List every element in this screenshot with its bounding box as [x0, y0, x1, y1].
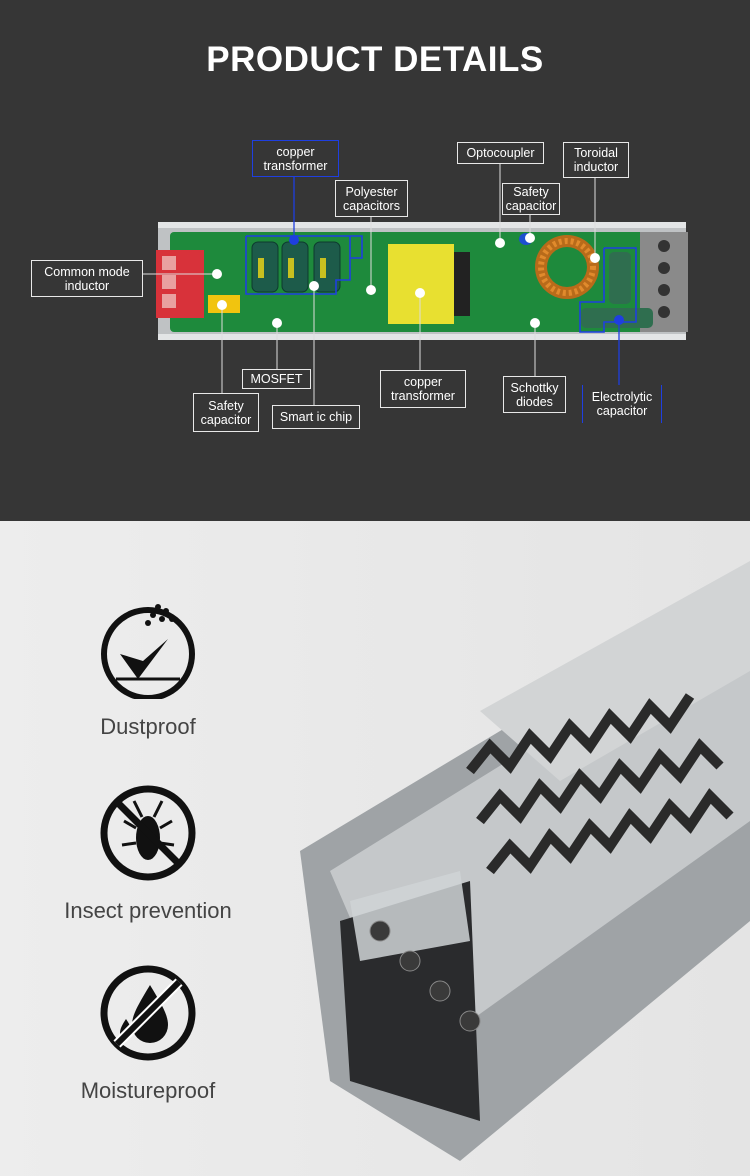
- label-optocoupler: Optocoupler: [457, 142, 544, 164]
- transformer: [388, 244, 454, 324]
- label-safety-capacitor-top: Safety capacitor: [502, 183, 560, 215]
- label-polyester-capacitors: Polyester capacitors: [335, 180, 408, 217]
- label-common-mode-inductor: Common mode inductor: [31, 260, 143, 297]
- no-insect-icon: [100, 785, 196, 881]
- label-copper-transformer-bottom: copper transformer: [380, 370, 466, 408]
- label-electrolytic-capacitor: Electrolytic capacitor: [582, 385, 662, 423]
- features-section: Dustproof Insect prevention Moistureproo…: [0, 521, 750, 1176]
- feature-label: Insect prevention: [64, 898, 232, 923]
- feature-moistureproof: Moistureproof: [48, 963, 248, 1104]
- pcb-illustration: [142, 163, 688, 405]
- label-copper-transformer-top: copper transformer: [252, 140, 339, 177]
- dustproof-icon: [101, 604, 195, 701]
- no-water-icon: [100, 965, 196, 1061]
- label-mosfet: MOSFET: [242, 369, 311, 389]
- label-smart-ic-chip: Smart ic chip: [272, 405, 360, 429]
- page-title: PRODUCT DETAILS: [206, 40, 544, 79]
- label-schottky-diodes: Schottky diodes: [503, 376, 566, 413]
- feature-label: Dustproof: [100, 714, 196, 739]
- label-toroidal-inductor: Toroidal inductor: [563, 142, 629, 178]
- product-details-section: PRODUCT DETAILS: [0, 0, 750, 521]
- feature-insect-prevention: Insect prevention: [48, 783, 248, 924]
- feature-label: Moistureproof: [80, 1078, 216, 1103]
- product-photo: [300, 561, 750, 1161]
- feature-dustproof: Dustproof: [48, 599, 248, 740]
- label-safety-capacitor-bottom: Safety capacitor: [193, 393, 259, 432]
